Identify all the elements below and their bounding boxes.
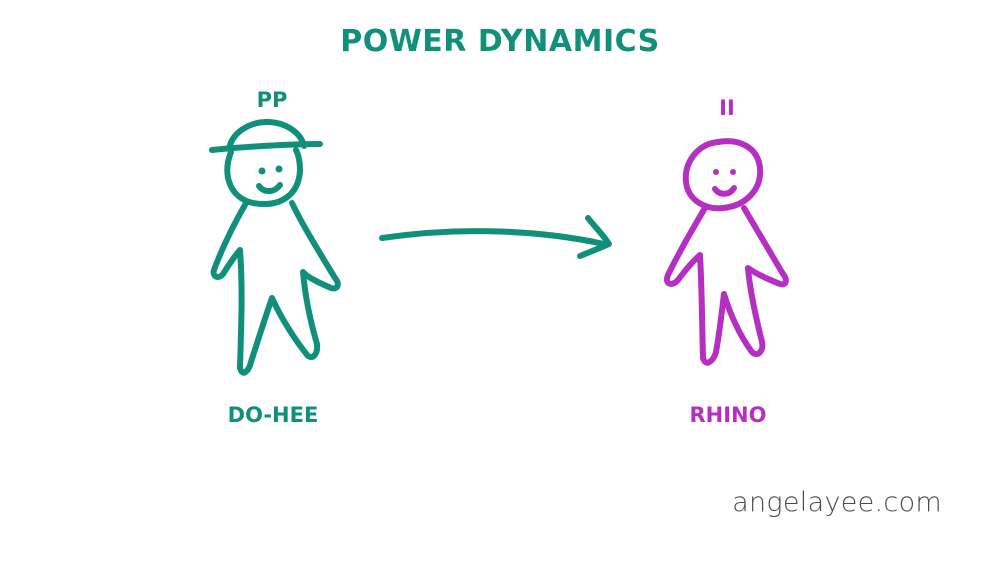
right-eye — [275, 165, 283, 173]
body-outline — [664, 205, 789, 366]
right-figure-name: RHINO — [689, 403, 767, 427]
right-eye — [730, 169, 736, 175]
left-figure-name: DO-HEE — [227, 403, 319, 427]
left-stick-figure — [209, 119, 341, 376]
site-watermark: angelayee.com — [732, 487, 942, 518]
left-figure-tag: PP — [256, 88, 288, 112]
hat-crown — [226, 119, 307, 152]
diagram-title: POWER DYNAMICS — [340, 24, 660, 59]
head-outline — [682, 138, 764, 212]
body-outline — [210, 200, 341, 376]
hat-brim — [209, 141, 323, 153]
arrow-head — [577, 215, 612, 259]
right-stick-figure — [664, 138, 789, 366]
right-figure-tag: II — [719, 96, 735, 120]
arrow-shaft — [379, 228, 607, 247]
head-outline — [224, 147, 303, 208]
left-eye — [258, 167, 266, 175]
face-smile — [256, 182, 283, 195]
power-arrow — [379, 215, 612, 259]
left-eye — [713, 169, 719, 175]
face-smile — [712, 185, 737, 197]
